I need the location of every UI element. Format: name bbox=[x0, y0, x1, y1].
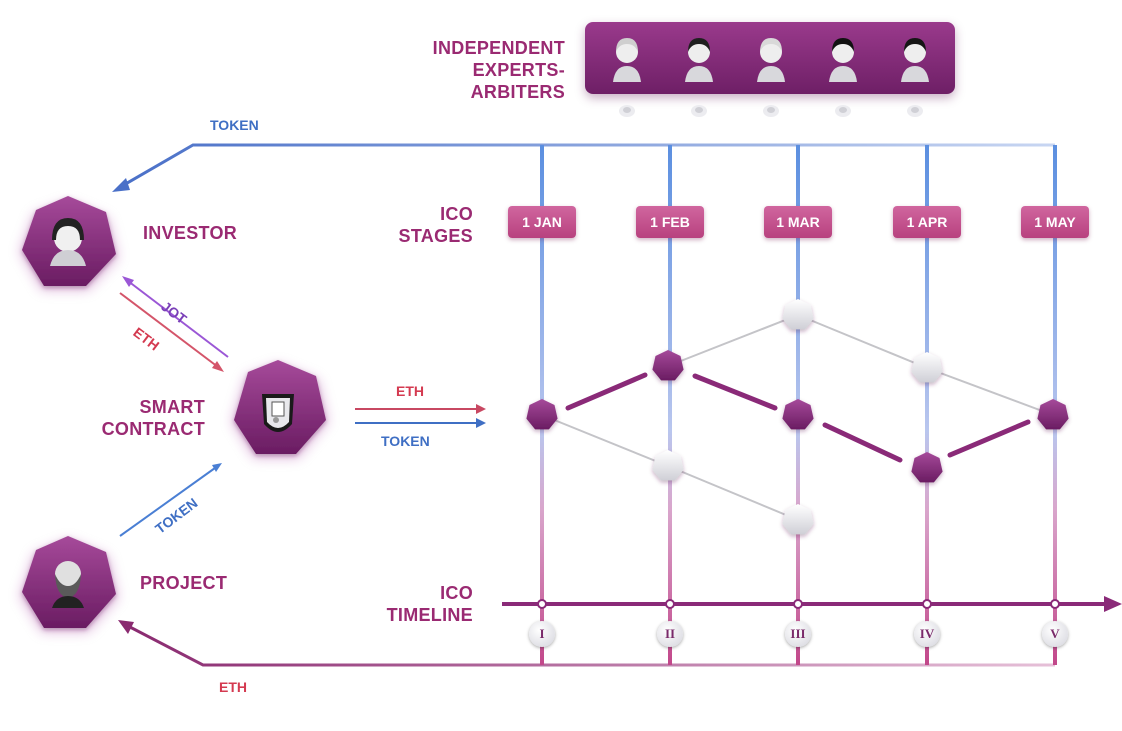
arbiter-vote-icon bbox=[689, 104, 709, 118]
arbiter-avatar-icon bbox=[823, 32, 863, 82]
arbiters-panel bbox=[585, 22, 955, 94]
arbiter-avatar-icon bbox=[679, 32, 719, 82]
token-right-label: TOKEN bbox=[381, 433, 430, 449]
chosen-stage-node bbox=[652, 350, 684, 381]
timeline-numeral: I bbox=[529, 621, 555, 647]
timeline-ticks bbox=[537, 599, 1060, 609]
token-return-arrowhead bbox=[112, 178, 130, 192]
smart-contract-node bbox=[232, 360, 328, 458]
arbiter-vote-icon bbox=[833, 104, 853, 118]
top-token-label: TOKEN bbox=[210, 117, 259, 133]
ico-timeline-label-line1: ICO bbox=[440, 583, 473, 603]
stage-line bbox=[925, 145, 929, 665]
chosen-stage-node bbox=[526, 399, 558, 430]
chosen-stage-node bbox=[782, 399, 814, 430]
ico-timeline-label: ICO TIMELINE bbox=[370, 582, 473, 626]
smart-contract-label-line1: SMART bbox=[139, 397, 205, 417]
eth-right-label: ETH bbox=[396, 383, 424, 399]
bottom-eth-label: ETH bbox=[219, 679, 247, 695]
arbiters-label: INDEPENDENT EXPERTS-ARBITERS bbox=[380, 37, 565, 103]
eth-return-arrowhead bbox=[118, 620, 134, 634]
arbiter-vote-icon bbox=[617, 104, 637, 118]
arbiter-vote-icon bbox=[905, 104, 925, 118]
smart-contract-label: SMART CONTRACT bbox=[60, 396, 205, 440]
alternative-stage-node bbox=[911, 352, 943, 383]
chosen-stage-node bbox=[1037, 399, 1069, 430]
stage-line bbox=[668, 145, 672, 665]
contract-stages-arrows bbox=[355, 404, 486, 428]
investor-label: INVESTOR bbox=[143, 223, 238, 243]
token-return-line bbox=[121, 143, 1055, 188]
chosen-path bbox=[565, 372, 1031, 463]
timeline-numeral: II bbox=[657, 621, 683, 647]
stage-date-badge: 1 FEB bbox=[636, 206, 704, 238]
timeline-arrowhead bbox=[1104, 596, 1122, 612]
project-avatar bbox=[55, 561, 81, 587]
alternative-paths bbox=[541, 314, 1054, 521]
timeline-numeral: III bbox=[785, 621, 811, 647]
project-label: PROJECT bbox=[140, 573, 228, 593]
alternative-stage-node bbox=[782, 504, 814, 535]
ico-timeline-label-line2: TIMELINE bbox=[386, 605, 473, 625]
investor-avatar bbox=[54, 224, 82, 252]
timeline-numeral: IV bbox=[914, 621, 940, 647]
ico-stages-label: ICO STAGES bbox=[380, 203, 473, 247]
arbiter-avatar-icon bbox=[895, 32, 935, 82]
arbiter-vote-icon bbox=[761, 104, 781, 118]
arbiters-label-line1: INDEPENDENT bbox=[432, 38, 565, 58]
timeline-numeral: V bbox=[1042, 621, 1068, 647]
ico-stages-label-line1: ICO bbox=[440, 204, 473, 224]
project-contract-arrow bbox=[119, 463, 222, 537]
investor-node bbox=[20, 196, 118, 290]
stage-date-badge: 1 MAY bbox=[1021, 206, 1089, 238]
alternative-stage-node bbox=[782, 299, 814, 330]
chosen-stage-node bbox=[911, 452, 943, 483]
investor-contract-arrows bbox=[119, 276, 229, 372]
stage-date-badge: 1 APR bbox=[893, 206, 961, 238]
ico-stages-label-line2: STAGES bbox=[398, 226, 473, 246]
stage-date-badge: 1 MAR bbox=[764, 206, 832, 238]
arbiters-label-line2: EXPERTS-ARBITERS bbox=[470, 60, 565, 102]
project-node bbox=[20, 536, 118, 632]
smart-contract-label-line2: CONTRACT bbox=[101, 419, 205, 439]
arbiter-avatar-icon bbox=[607, 32, 647, 82]
arbiter-avatar-icon bbox=[751, 32, 791, 82]
eth-return-line bbox=[127, 624, 1055, 667]
stage-date-badge: 1 JAN bbox=[508, 206, 576, 238]
alternative-stage-node bbox=[652, 450, 684, 481]
